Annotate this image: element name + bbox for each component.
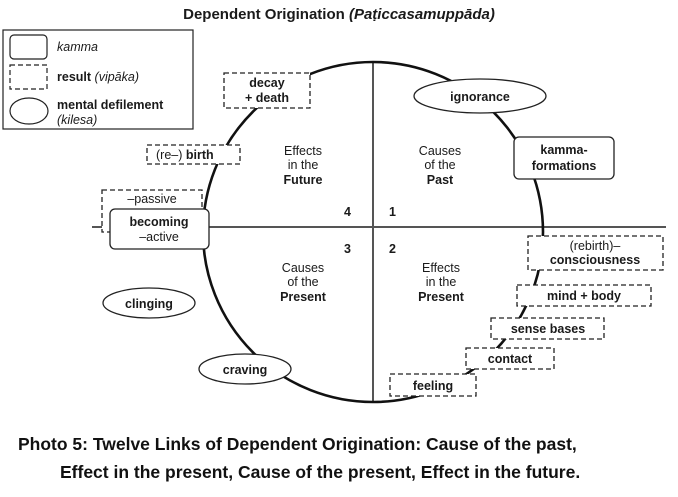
quadrant-4-label: Effects in the Future (284, 144, 323, 187)
title-main: Dependent Origination (183, 6, 345, 23)
dependent-origination-diagram: kamma result (vipāka) mental defilement … (2, 29, 666, 404)
becoming-passive-label: –passive (127, 192, 176, 206)
q4-line1: Effects (284, 144, 322, 158)
kamma-formations-line2: formations (532, 159, 597, 173)
q2-line1: Effects (422, 261, 460, 275)
photo-caption: Photo 5: Twelve Links of Dependent Origi… (18, 430, 668, 486)
q4-line3: Future (284, 173, 323, 187)
legend-defilement-swatch (9, 97, 49, 125)
legend-result-swatch (9, 64, 48, 90)
quadrant-1-label: Causes of the Past (419, 144, 461, 187)
ignorance-label: ignorance (450, 90, 510, 104)
legend-defilement-label: mental defilement (57, 98, 164, 112)
quadrant-number-2: 2 (389, 242, 396, 256)
craving-label: craving (223, 363, 267, 377)
q3-line3: Present (280, 290, 327, 304)
q2-line2: in the (426, 275, 457, 289)
quadrant-2-label: Effects in the Present (418, 261, 465, 304)
quadrant-number-3: 3 (344, 242, 351, 256)
feeling-label: feeling (413, 379, 453, 393)
link-kamma-formations: kamma- formations (513, 136, 615, 180)
decay-death-line2: + death (245, 91, 289, 105)
link-decay-death: decay + death (223, 72, 311, 109)
caption-line1: Photo 5: Twelve Links of Dependent Origi… (18, 434, 577, 454)
q3-line1: Causes (282, 261, 324, 275)
q3-line2: of the (287, 275, 318, 289)
birth-label: birth (186, 148, 214, 162)
link-rebirth-consciousness: (rebirth)– consciousness (527, 235, 664, 271)
quadrant-number-1: 1 (389, 205, 396, 219)
q4-line2: in the (288, 158, 319, 172)
q1-line3: Past (427, 173, 454, 187)
mind-body-label: mind + body (547, 289, 621, 303)
link-feeling: feeling (389, 373, 477, 397)
legend: kamma result (vipāka) mental defilement … (2, 29, 194, 130)
q2-line3: Present (418, 290, 465, 304)
birth-prefix: (re–) (156, 148, 182, 162)
diagram-title: Dependent Origination (Paṭiccasamuppāda) (0, 6, 678, 23)
link-clinging: clinging (102, 287, 196, 319)
quadrant-3-label: Causes of the Present (280, 261, 327, 304)
link-contact: contact (465, 347, 555, 370)
birth-text: (re–) birth (156, 148, 214, 162)
rebirth-consciousness-line2: consciousness (550, 253, 640, 267)
contact-label: contact (488, 352, 533, 366)
becoming-active-label: –active (139, 230, 179, 244)
kamma-formations-line1: kamma- (540, 143, 587, 157)
link-ignorance: ignorance (413, 78, 547, 114)
becoming-label: becoming (129, 215, 188, 229)
decay-death-line1: decay (249, 76, 284, 90)
legend-kamma-swatch (9, 34, 48, 60)
title-pali: (Paṭiccasamuppāda) (348, 6, 495, 23)
link-sense-bases: sense bases (490, 317, 605, 340)
link-craving: craving (198, 353, 292, 385)
caption-line2: Effect in the present, Cause of the pres… (60, 462, 581, 482)
q1-line2: of the (424, 158, 455, 172)
sense-bases-label: sense bases (511, 322, 585, 336)
link-mind-body: mind + body (516, 284, 652, 307)
legend-kamma-label: kamma (57, 40, 98, 54)
link-birth: (re–) birth (146, 144, 241, 165)
rebirth-consciousness-line1: (rebirth)– (570, 239, 621, 253)
link-becoming: –passive becoming –active (101, 189, 210, 250)
legend-result-pali: (vipāka) (95, 70, 139, 84)
quadrant-number-4: 4 (344, 205, 351, 219)
clinging-label: clinging (125, 297, 173, 311)
legend-result-text: result (57, 70, 92, 84)
legend-result-label: result (vipāka) (57, 70, 139, 84)
legend-defilement-pali: (kilesa) (57, 113, 97, 127)
q1-line1: Causes (419, 144, 461, 158)
